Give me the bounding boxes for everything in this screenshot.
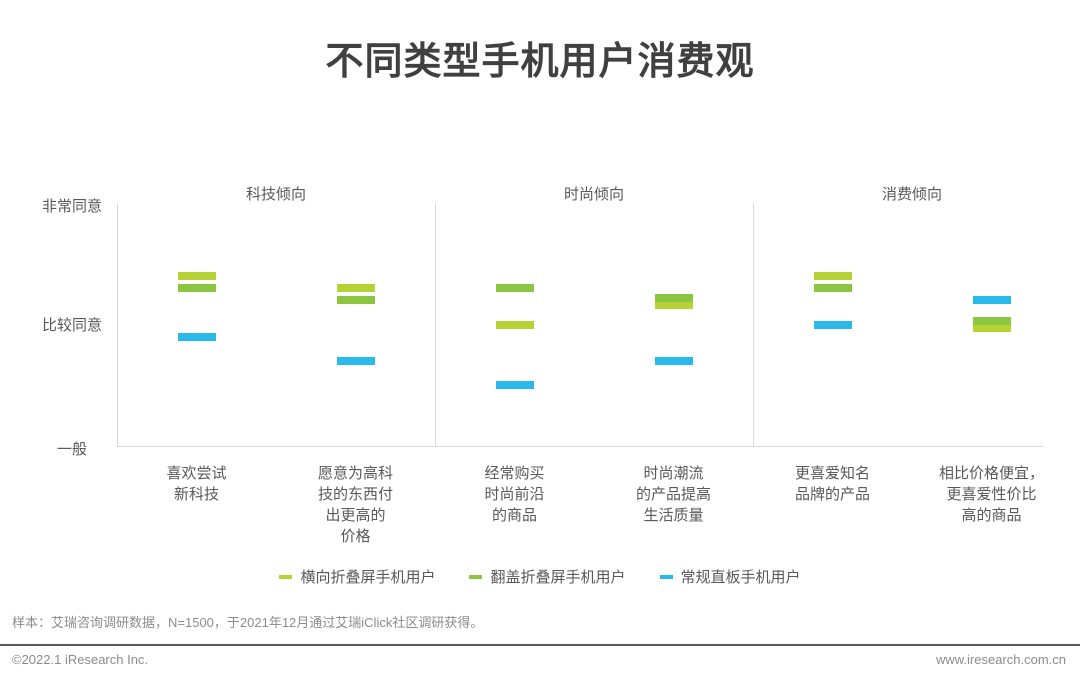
y-axis-label-neutral: 一般 xyxy=(56,441,87,458)
legend-label: 翻盖折叠屏手机用户 xyxy=(490,569,626,586)
data-marker xyxy=(654,301,693,310)
data-marker xyxy=(654,356,693,365)
category-label: 时尚潮流的产品提高生活质量 xyxy=(635,465,711,524)
data-marker xyxy=(336,284,375,293)
section-divider-2 xyxy=(753,203,754,447)
chart-legend: 横向折叠屏手机用户 翻盖折叠屏手机用户 常规直板手机用户 xyxy=(0,566,1080,587)
category-label: 愿意为高科技的东西付出更高的价格 xyxy=(317,465,393,545)
sample-note: 样本：艾瑞咨询调研数据，N=1500，于2021年12月通过艾瑞iClick社区… xyxy=(12,615,484,630)
data-marker xyxy=(177,332,216,341)
category-label: 更喜爱知名品牌的产品 xyxy=(794,465,870,503)
page-title: 不同类型手机用户消费观 xyxy=(325,41,755,83)
data-marker xyxy=(813,320,852,329)
legend-label: 横向折叠屏手机用户 xyxy=(300,569,436,586)
data-marker xyxy=(336,356,375,365)
data-marker xyxy=(177,284,216,293)
data-marker xyxy=(177,271,216,280)
y-axis-line xyxy=(117,203,118,447)
legend-item-regular-bar: 常规直板手机用户 xyxy=(659,566,801,587)
legend-dash-icon xyxy=(279,574,293,579)
section-header-fashion: 时尚倾向 xyxy=(563,186,624,203)
category-label: 喜欢尝试新科技 xyxy=(166,465,227,503)
legend-item-flip-fold: 翻盖折叠屏手机用户 xyxy=(469,566,626,587)
legend-label: 常规直板手机用户 xyxy=(680,569,801,586)
legend-dash-icon xyxy=(659,574,673,579)
data-marker xyxy=(813,271,852,280)
section-header-tech: 科技倾向 xyxy=(245,186,306,203)
category-label: 相比价格便宜，更喜爱性价比高的商品 xyxy=(938,465,1044,524)
data-marker xyxy=(495,381,534,390)
copyright-text: ©2022.1 iResearch Inc. xyxy=(12,652,149,667)
y-axis-label-somewhat-agree: 比较同意 xyxy=(41,317,102,334)
x-axis-line xyxy=(117,446,1043,447)
website-url: www.iresearch.com.cn xyxy=(935,652,1066,667)
data-marker xyxy=(972,316,1011,325)
legend-item-horizontal-fold: 横向折叠屏手机用户 xyxy=(279,566,435,587)
data-marker xyxy=(972,296,1011,305)
data-marker xyxy=(972,324,1011,333)
data-marker xyxy=(654,293,693,302)
section-divider-1 xyxy=(435,203,436,447)
footer-divider xyxy=(0,644,1080,646)
category-label: 经常购买时尚前沿的商品 xyxy=(484,465,545,524)
data-marker xyxy=(336,296,375,305)
data-marker xyxy=(495,284,534,293)
data-marker xyxy=(813,284,852,293)
section-header-consumption: 消费倾向 xyxy=(881,186,942,203)
data-marker xyxy=(495,320,534,329)
legend-dash-icon xyxy=(469,574,483,579)
y-axis-label-strongly-agree: 非常同意 xyxy=(41,198,102,215)
